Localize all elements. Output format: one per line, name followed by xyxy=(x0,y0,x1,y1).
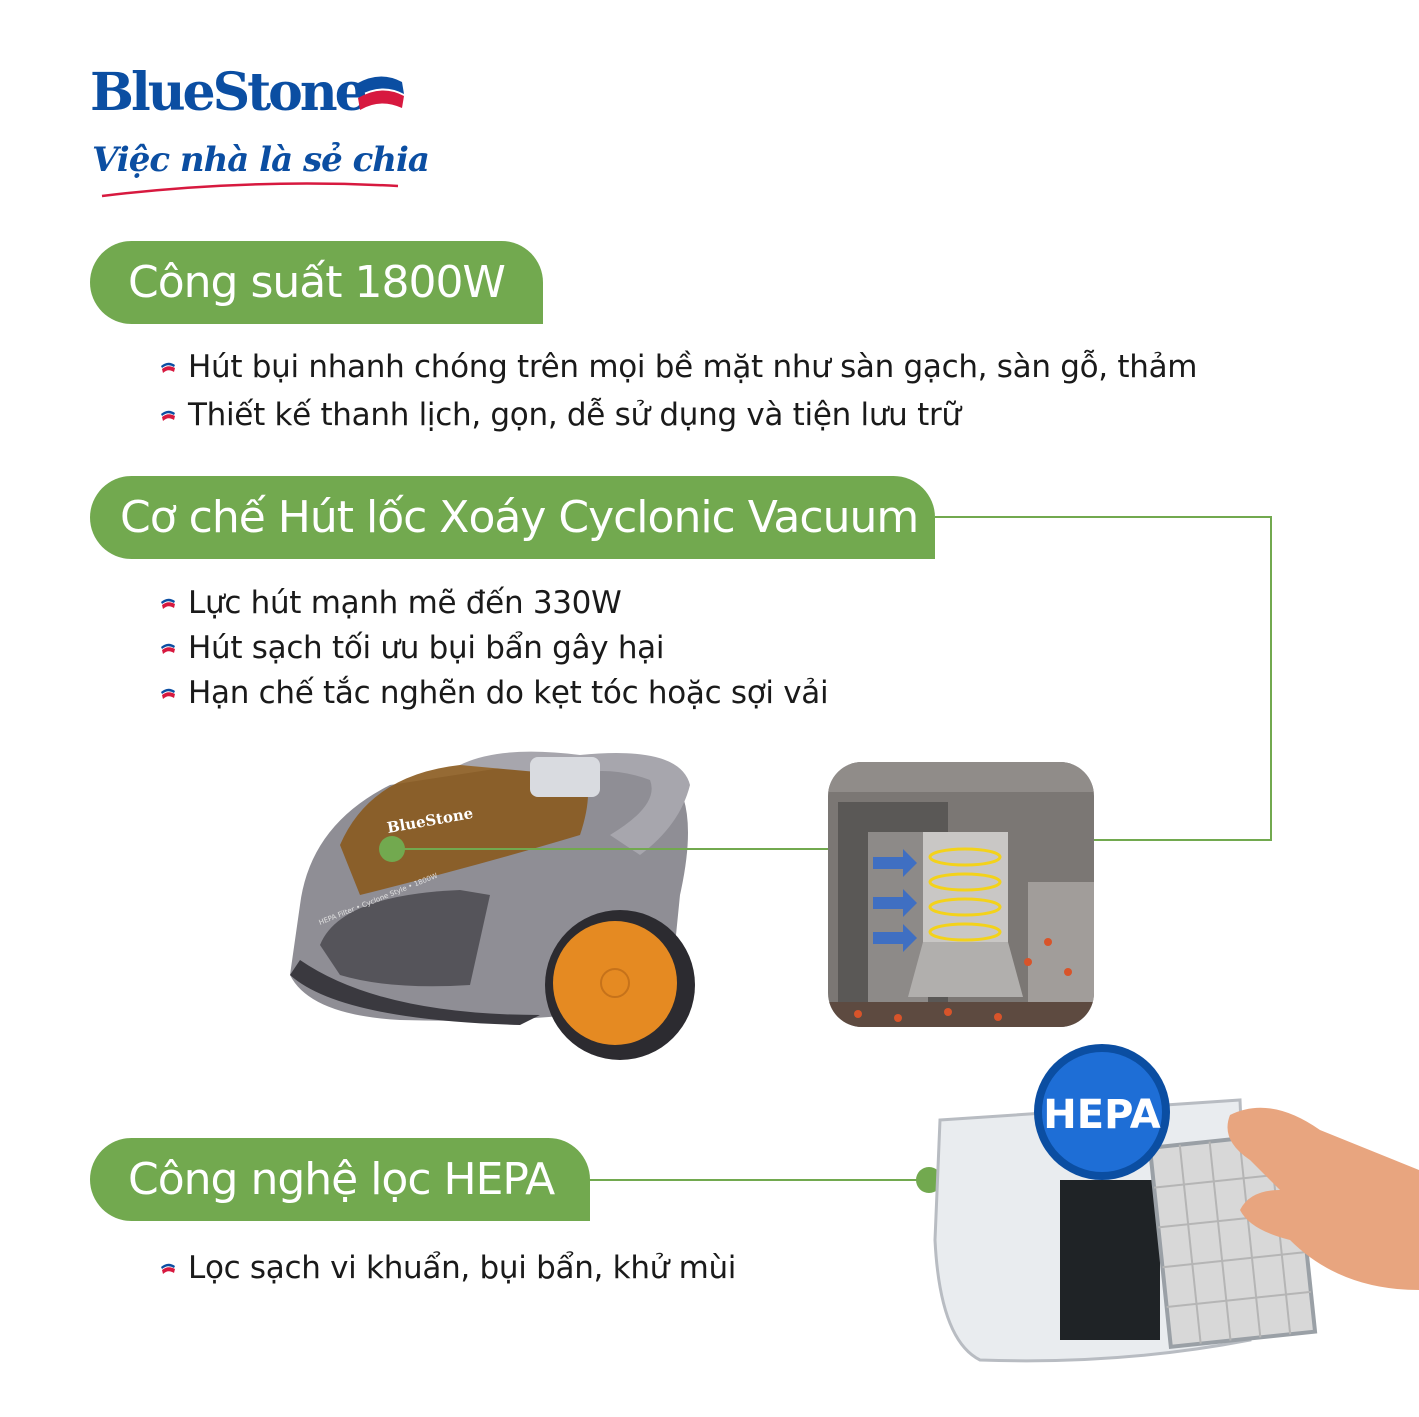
bullet-item: Hút sạch tối ưu bụi bẩn gây hại xyxy=(160,625,828,670)
bullet-item: Lực hút mạnh mẽ đến 330W xyxy=(160,580,828,625)
brand-logo-mark-icon xyxy=(356,76,404,110)
bullet-list-power: Hút bụi nhanh chóng trên mọi bề mặt như … xyxy=(160,343,1197,439)
bullet-icon xyxy=(161,1263,175,1274)
connector-line xyxy=(590,1179,928,1181)
section-title-hepa: Công nghệ lọc HEPA xyxy=(90,1138,590,1221)
connector-line xyxy=(392,848,828,850)
bullet-item: Hạn chế tắc nghẽn do kẹt tóc hoặc sợi vả… xyxy=(160,670,829,715)
brand-logo: BlueStone xyxy=(90,62,368,123)
connector-line xyxy=(935,516,1272,518)
section-title-power: Công suất 1800W xyxy=(90,241,543,324)
brand-slogan: Việc nhà là sẻ chia xyxy=(92,140,430,180)
bullet-icon xyxy=(161,643,175,654)
hepa-filter-image: HEPA xyxy=(933,1044,1419,1363)
hepa-badge: HEPA xyxy=(1043,1092,1160,1138)
bullet-item: Lọc sạch vi khuẩn, bụi bẩn, khử mùi xyxy=(160,1244,736,1292)
bullet-list-cyclonic: Lực hút mạnh mẽ đến 330W Hút sạch tối ưu… xyxy=(160,580,829,715)
bullet-item: Thiết kế thanh lịch, gọn, dễ sử dụng và … xyxy=(160,391,1197,439)
bullet-list-hepa: Lọc sạch vi khuẩn, bụi bẩn, khử mùi xyxy=(160,1244,736,1292)
section-title-cyclonic: Cơ chế Hút lốc Xoáy Cyclonic Vacuum xyxy=(90,476,935,559)
bullet-icon xyxy=(161,688,175,699)
slogan-underline xyxy=(101,182,399,198)
connector-line xyxy=(1094,839,1272,841)
connector-line xyxy=(1270,516,1272,841)
bullet-icon xyxy=(161,598,175,609)
bullet-icon xyxy=(161,410,175,421)
bullet-item: Hút bụi nhanh chóng trên mọi bề mặt như … xyxy=(160,343,1197,391)
bullet-icon xyxy=(161,362,175,373)
cyclone-mechanism-image xyxy=(828,762,1094,1027)
vacuum-cleaner-image: BlueStone HEPA Filter • Cyclone Style • … xyxy=(290,751,695,1060)
